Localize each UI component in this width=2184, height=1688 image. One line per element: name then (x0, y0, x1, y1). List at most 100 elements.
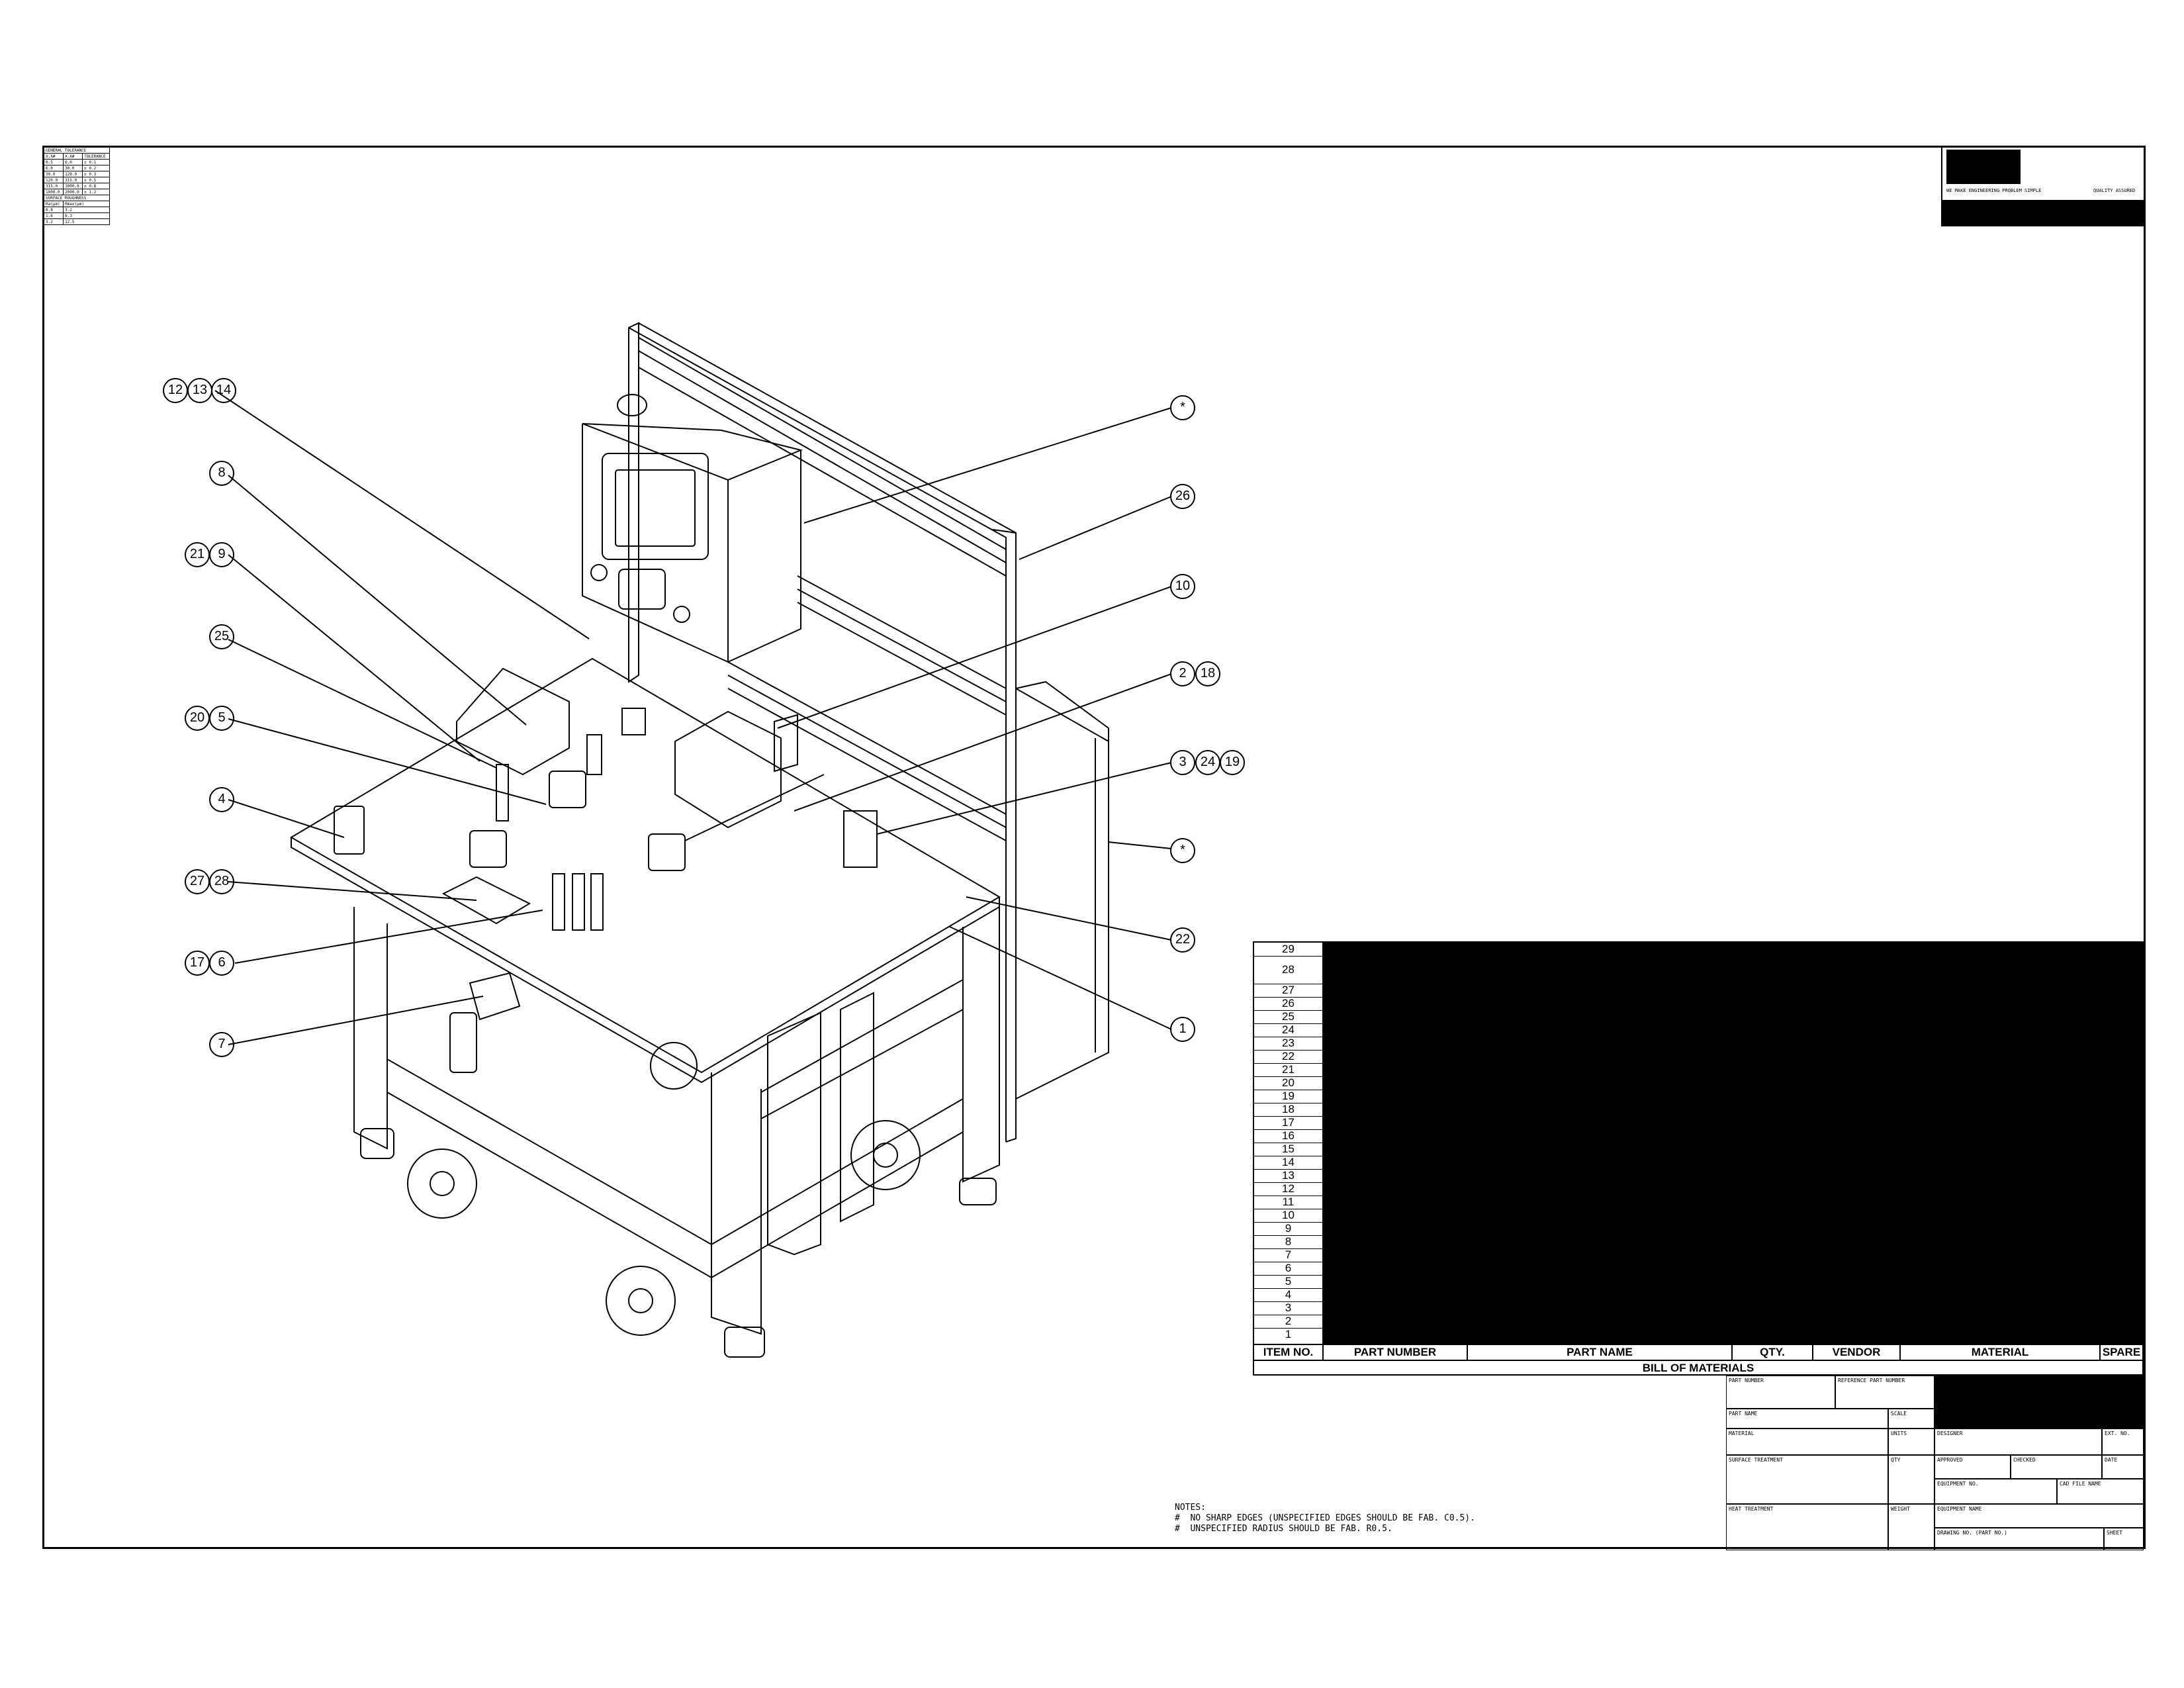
bom-item-number: 28 (1254, 956, 1323, 984)
bom-item-number: 27 (1254, 984, 1323, 998)
tb-logo-block (1934, 1376, 2144, 1429)
tb-units: UNITS (1888, 1429, 1934, 1455)
table-components (334, 667, 878, 931)
bom-item-number: 21 (1254, 1063, 1323, 1077)
balloon-label: 22 (1175, 932, 1191, 947)
tb-cad-file-name: CAD FILE NAME (2057, 1479, 2144, 1504)
balloon-label: * (1180, 843, 1185, 857)
tb-drawing-no: DRAWING NO. (PART NO.) (1934, 1528, 2104, 1550)
bom-redacted-area (1322, 943, 2144, 1344)
tb-scale: SCALE (1888, 1409, 1934, 1429)
tb-equipment-name: EQUIPMENT NAME (1934, 1504, 2144, 1528)
bom-item-number: 22 (1254, 1050, 1323, 1064)
balloon-label: 19 (1224, 755, 1240, 769)
bom-item-number: 26 (1254, 997, 1323, 1011)
bom-item-number: 14 (1254, 1156, 1323, 1170)
bom-item-number: 10 (1254, 1209, 1323, 1223)
balloon-label: 21 (189, 547, 205, 561)
balloon-label: 7 (218, 1037, 226, 1051)
company-tagline: WE MAKE ENGINEERING PROBLEM SIMPLE (1946, 188, 2042, 193)
tb-designer: DESIGNER (1934, 1429, 2102, 1455)
extrusion-frame (628, 322, 1017, 1143)
tb-sheet: SHEET (2104, 1528, 2144, 1550)
bom-item-number: 3 (1254, 1301, 1323, 1315)
balloon-label: 6 (218, 955, 226, 970)
balloon-label: * (1180, 400, 1185, 414)
bom-header-part-number: PART NUMBER (1322, 1344, 1468, 1361)
balloon-label: 20 (189, 710, 205, 725)
bom-item-number: 1 (1254, 1328, 1323, 1344)
drawing-sheet-border (42, 146, 2146, 1549)
bom-item-number: 11 (1254, 1196, 1323, 1209)
balloon-label: 5 (218, 710, 226, 725)
tb-weight: WEIGHT (1888, 1504, 1934, 1550)
bom-item-number: 7 (1254, 1248, 1323, 1262)
drawing-notes: NOTES:# NO SHARP EDGES (UNSPECIFIED EDGE… (1175, 1503, 1475, 1534)
bom-item-number: 29 (1254, 943, 1323, 957)
bom-title: BILL OF MATERIALS (1253, 1361, 2144, 1376)
balloon-label: 4 (218, 792, 226, 806)
leader-lines (214, 390, 1172, 1045)
balloon-label: 24 (1200, 755, 1216, 769)
balloon-label: 28 (214, 874, 230, 888)
bom-item-number: 20 (1254, 1076, 1323, 1090)
balloon-label: 3 (1179, 755, 1187, 769)
balloon-label: 13 (192, 383, 208, 397)
roughness-cell: 3.2 (43, 218, 64, 225)
tb-material: MATERIAL (1726, 1429, 1888, 1455)
bom-item-number: 4 (1254, 1288, 1323, 1302)
tb-part-number-label: PART NUMBER (1726, 1376, 1835, 1409)
tb-qty: QTY (1888, 1455, 1934, 1504)
bom-item-number: 6 (1254, 1262, 1323, 1276)
tb-ext-no: EXT. NO. (2102, 1429, 2144, 1455)
side-cabinet (1015, 680, 1109, 1100)
notes-line-1: # NO SHARP EDGES (UNSPECIFIED EDGES SHOU… (1175, 1513, 1475, 1523)
balloon-label: 1 (1179, 1021, 1187, 1036)
bom-item-number: 16 (1254, 1129, 1323, 1143)
bom-item-number: 17 (1254, 1116, 1323, 1130)
bom-item-number: 23 (1254, 1037, 1323, 1051)
bom-header-part-name: PART NAME (1467, 1344, 1733, 1361)
table-base (353, 907, 1000, 1358)
roughness-cell: 12.5 (63, 218, 110, 225)
balloon-label: 17 (189, 955, 205, 970)
bom-header-qty: QTY. (1731, 1344, 1813, 1361)
balloon-label: 25 (214, 629, 230, 643)
bom-header-spare: SPARE (2099, 1344, 2144, 1361)
tb-part-number-value: REFERENCE PART NUMBER (1835, 1376, 1934, 1409)
hmi-enclosure (582, 394, 803, 663)
company-block: WE MAKE ENGINEERING PROBLEM SIMPLE QUALI… (1941, 147, 2146, 226)
bom-item-number: 8 (1254, 1235, 1323, 1249)
balloon-label: 2 (1179, 666, 1187, 680)
bom-item-number: 24 (1254, 1023, 1323, 1037)
balloon-label: 27 (189, 874, 205, 888)
bom-item-number: 18 (1254, 1103, 1323, 1117)
tb-checked: CHECKED (2011, 1455, 2102, 1479)
balloon-label: 14 (216, 383, 232, 397)
general-tolerance-table: GENERAL TOLERANCE X.X# X.X# TOLERANCE 0.… (43, 147, 110, 225)
bom-item-number: 19 (1254, 1090, 1323, 1103)
tb-surface-treatment: SURFACE TREATMENT (1726, 1455, 1888, 1504)
bom-header-vendor: VENDOR (1812, 1344, 1901, 1361)
balloon-label: 8 (218, 465, 226, 480)
notes-line-2: # UNSPECIFIED RADIUS SHOULD BE FAB. R0.5… (1175, 1524, 1392, 1534)
bom-item-number: 13 (1254, 1169, 1323, 1183)
balloons (163, 378, 1245, 1057)
notes-title: NOTES: (1175, 1503, 1206, 1513)
bom-item-number: 12 (1254, 1182, 1323, 1196)
tb-approved: APPROVED (1934, 1455, 2011, 1479)
tb-date: DATE (2102, 1455, 2144, 1479)
tb-equipment-no: EQUIPMENT NO. (1934, 1479, 2057, 1504)
isometric-machine-drawing (163, 322, 1245, 1358)
bom-header-item-no: ITEM NO. (1253, 1344, 1324, 1361)
company-logo (1946, 150, 2021, 184)
tb-heat-treatment: HEAT TREATMENT (1726, 1504, 1888, 1550)
tb-part-name: PART NAME (1726, 1409, 1888, 1429)
balloon-label: 12 (167, 383, 183, 397)
balloon-label: 10 (1175, 579, 1191, 593)
bom-item-number: 15 (1254, 1143, 1323, 1156)
balloon-label: 26 (1175, 489, 1191, 503)
bom-item-number: 9 (1254, 1222, 1323, 1236)
balloon-label: 9 (218, 547, 226, 561)
bom-item-number: 5 (1254, 1275, 1323, 1289)
